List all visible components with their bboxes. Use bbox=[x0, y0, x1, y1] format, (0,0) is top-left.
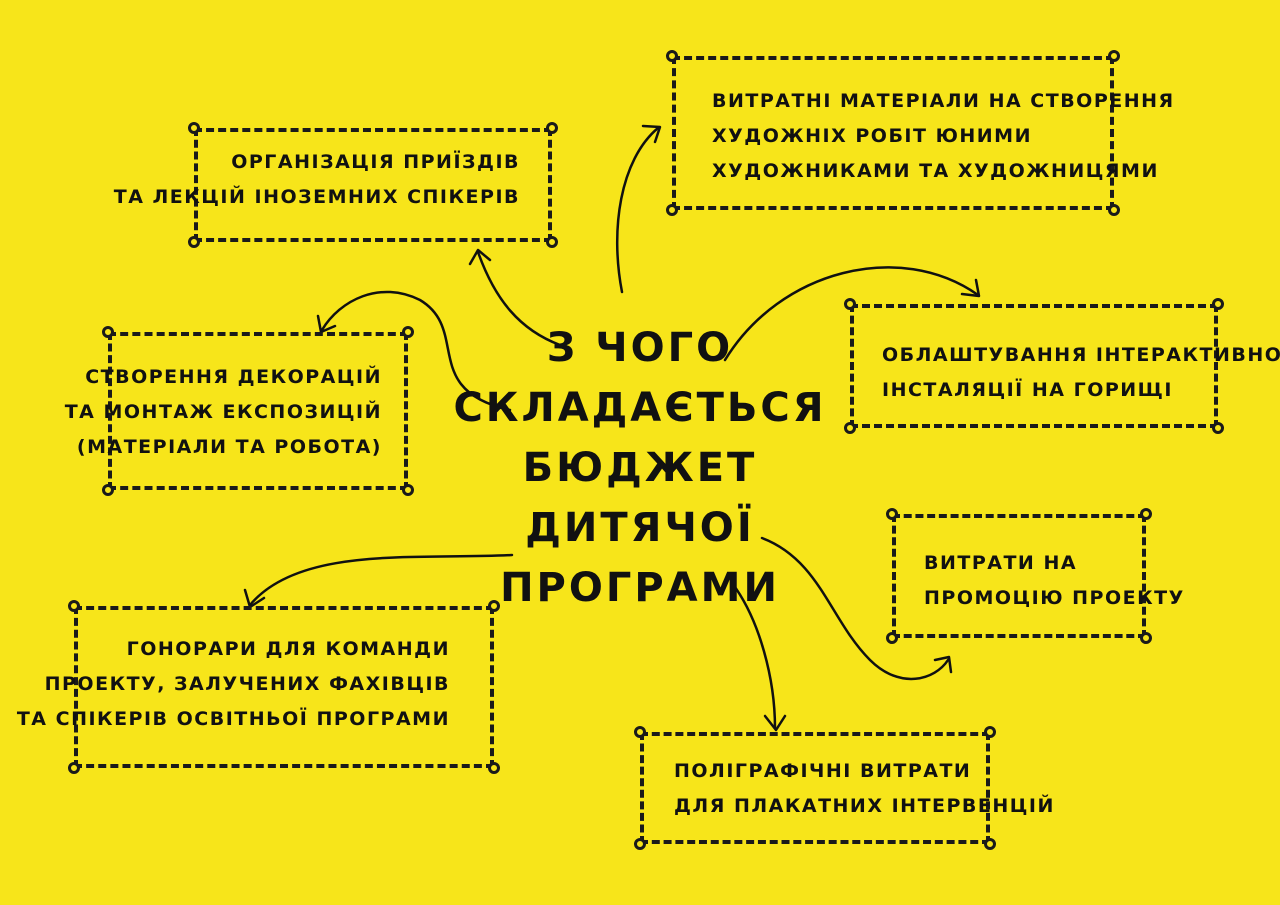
scroll-knob-icon bbox=[188, 236, 200, 248]
frame-fees bbox=[68, 600, 500, 774]
scroll-knob-icon bbox=[886, 632, 898, 644]
node-line: (матеріали та робота) bbox=[76, 436, 382, 458]
scroll-knob-icon bbox=[666, 204, 678, 216]
node-line: промоцію проекту bbox=[924, 587, 1185, 609]
arrowhead-materials bbox=[641, 124, 662, 144]
center-title-line: З чого bbox=[546, 325, 734, 371]
node-line: Гонорари для команди bbox=[126, 638, 450, 660]
center-title: З чого складається бюджет дитячої програ… bbox=[440, 318, 840, 618]
scroll-knob-icon bbox=[634, 838, 646, 850]
scroll-knob-icon bbox=[984, 726, 996, 738]
node-line: Облаштування інтерактивної bbox=[882, 344, 1280, 366]
node-line: художніх робіт юними bbox=[712, 125, 1032, 147]
frame-promotion bbox=[886, 508, 1152, 644]
scroll-knob-icon bbox=[634, 726, 646, 738]
scroll-knob-icon bbox=[1108, 50, 1120, 62]
node-line: Витрати на bbox=[924, 552, 1078, 574]
arrow-to-promotion bbox=[760, 536, 950, 681]
arrow-to-decorations bbox=[320, 290, 512, 412]
scroll-knob-icon bbox=[886, 508, 898, 520]
node-line: проекту, залучених фахівців bbox=[44, 673, 450, 695]
scroll-knob-icon bbox=[1212, 298, 1224, 310]
scroll-knob-icon bbox=[666, 50, 678, 62]
node-line: для плакатних інтервенцій bbox=[674, 795, 1055, 817]
scroll-knob-icon bbox=[844, 298, 856, 310]
node-line: Поліграфічні витрати bbox=[674, 760, 972, 782]
node-printing-text: Поліграфічні витрати для плакатних інтер… bbox=[674, 754, 1055, 824]
node-speakers-text: Організація приїздів та лекцій іноземних… bbox=[114, 145, 520, 215]
arrowhead-speakers bbox=[468, 248, 492, 266]
node-line: та спікерів освітньої програми bbox=[16, 708, 450, 730]
frame-printing bbox=[634, 726, 996, 850]
scroll-knob-icon bbox=[1140, 632, 1152, 644]
node-line: Організація приїздів bbox=[231, 151, 520, 173]
node-line: Створення декорацій bbox=[85, 366, 382, 388]
node-line: та монтаж експозицій bbox=[64, 401, 382, 423]
scroll-knob-icon bbox=[188, 122, 200, 134]
scroll-knob-icon bbox=[402, 326, 414, 338]
scroll-knob-icon bbox=[488, 600, 500, 612]
node-fees-text: Гонорари для команди проекту, залучених … bbox=[17, 632, 450, 737]
arrowhead-printing bbox=[763, 714, 787, 732]
scroll-knob-icon bbox=[102, 326, 114, 338]
scroll-knob-icon bbox=[844, 422, 856, 434]
scroll-knob-icon bbox=[1108, 204, 1120, 216]
frame-speakers bbox=[188, 122, 558, 248]
arrow-to-installation bbox=[723, 266, 980, 362]
center-title-line: складається bbox=[453, 385, 827, 431]
scroll-knob-icon bbox=[1212, 422, 1224, 434]
frame-materials bbox=[666, 50, 1120, 216]
node-line: та лекцій іноземних спікерів bbox=[113, 186, 520, 208]
arrowhead-installation bbox=[960, 278, 981, 298]
node-installation-text: Облаштування інтерактивної інсталяції на… bbox=[882, 338, 1280, 408]
node-promotion-text: Витрати на промоцію проекту bbox=[924, 546, 1185, 616]
arrow-to-printing bbox=[730, 581, 777, 730]
scroll-knob-icon bbox=[546, 236, 558, 248]
arrow-to-fees bbox=[248, 553, 514, 607]
scroll-knob-icon bbox=[488, 762, 500, 774]
scroll-knob-icon bbox=[984, 838, 996, 850]
scroll-knob-icon bbox=[68, 600, 80, 612]
arrow-to-materials bbox=[615, 126, 660, 294]
arrow-to-speakers bbox=[476, 250, 562, 347]
node-materials-text: Витратні матеріали на створення художніх… bbox=[712, 84, 1175, 189]
scroll-knob-icon bbox=[1140, 508, 1152, 520]
arrowhead-promotion bbox=[933, 655, 953, 674]
node-decorations-text: Створення декорацій та монтаж експозицій… bbox=[65, 360, 382, 465]
node-line: інсталяції на горищі bbox=[882, 379, 1173, 401]
scroll-knob-icon bbox=[402, 484, 414, 496]
frame-decorations bbox=[102, 326, 414, 496]
node-line: художниками та художницями bbox=[712, 160, 1159, 182]
center-title-line: програми bbox=[500, 565, 780, 611]
center-title-line: бюджет дитячої bbox=[522, 445, 758, 551]
node-line: Витратні матеріали на створення bbox=[712, 90, 1175, 112]
scroll-knob-icon bbox=[68, 762, 80, 774]
frame-installation bbox=[844, 298, 1224, 434]
scroll-knob-icon bbox=[546, 122, 558, 134]
scroll-knob-icon bbox=[102, 484, 114, 496]
